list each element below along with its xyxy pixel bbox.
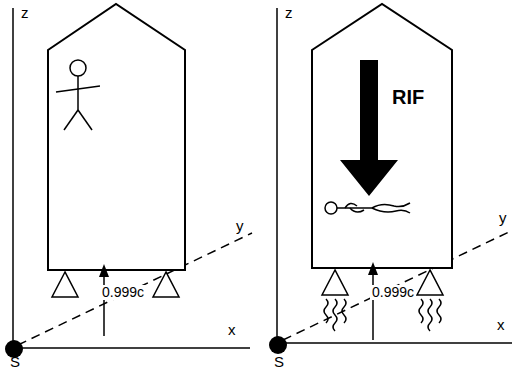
axis-label: x — [497, 317, 505, 334]
field-label: RIF — [392, 86, 424, 108]
rocket-leg — [417, 270, 443, 295]
x-axis — [13, 347, 250, 349]
person-leg — [64, 110, 78, 130]
z-axis — [276, 8, 278, 343]
person-body — [77, 76, 79, 110]
axis-label: z — [21, 5, 29, 22]
rocket-body — [312, 4, 452, 268]
person-arms — [56, 86, 100, 92]
axis-label: y — [499, 210, 507, 227]
rocket-leg — [52, 272, 78, 297]
axis-label: y — [236, 218, 244, 235]
arrow-head — [368, 262, 378, 275]
velocity-label: 0.999c — [100, 285, 146, 300]
rocket-leg — [153, 272, 179, 297]
origin-label: S — [10, 354, 20, 371]
z-axis — [12, 8, 14, 348]
right-panel — [269, 4, 513, 354]
velocity-label: 0.999c — [370, 285, 416, 300]
left-panel — [5, 4, 252, 358]
rocket-leg — [322, 270, 348, 295]
rocket-body — [48, 4, 185, 270]
origin-label: S — [274, 354, 284, 371]
lying-person — [325, 202, 410, 214]
origin-dot — [269, 336, 287, 354]
arrow-head — [99, 264, 109, 277]
velocity-arrow — [372, 270, 374, 340]
axis-label: x — [228, 322, 236, 339]
exhaust-flames — [324, 299, 441, 331]
person-head — [70, 60, 86, 76]
person-leg — [78, 110, 92, 130]
axis-label: z — [285, 5, 293, 22]
x-axis — [277, 342, 512, 344]
gravity-arrow — [340, 60, 398, 196]
velocity-arrow — [103, 272, 105, 336]
